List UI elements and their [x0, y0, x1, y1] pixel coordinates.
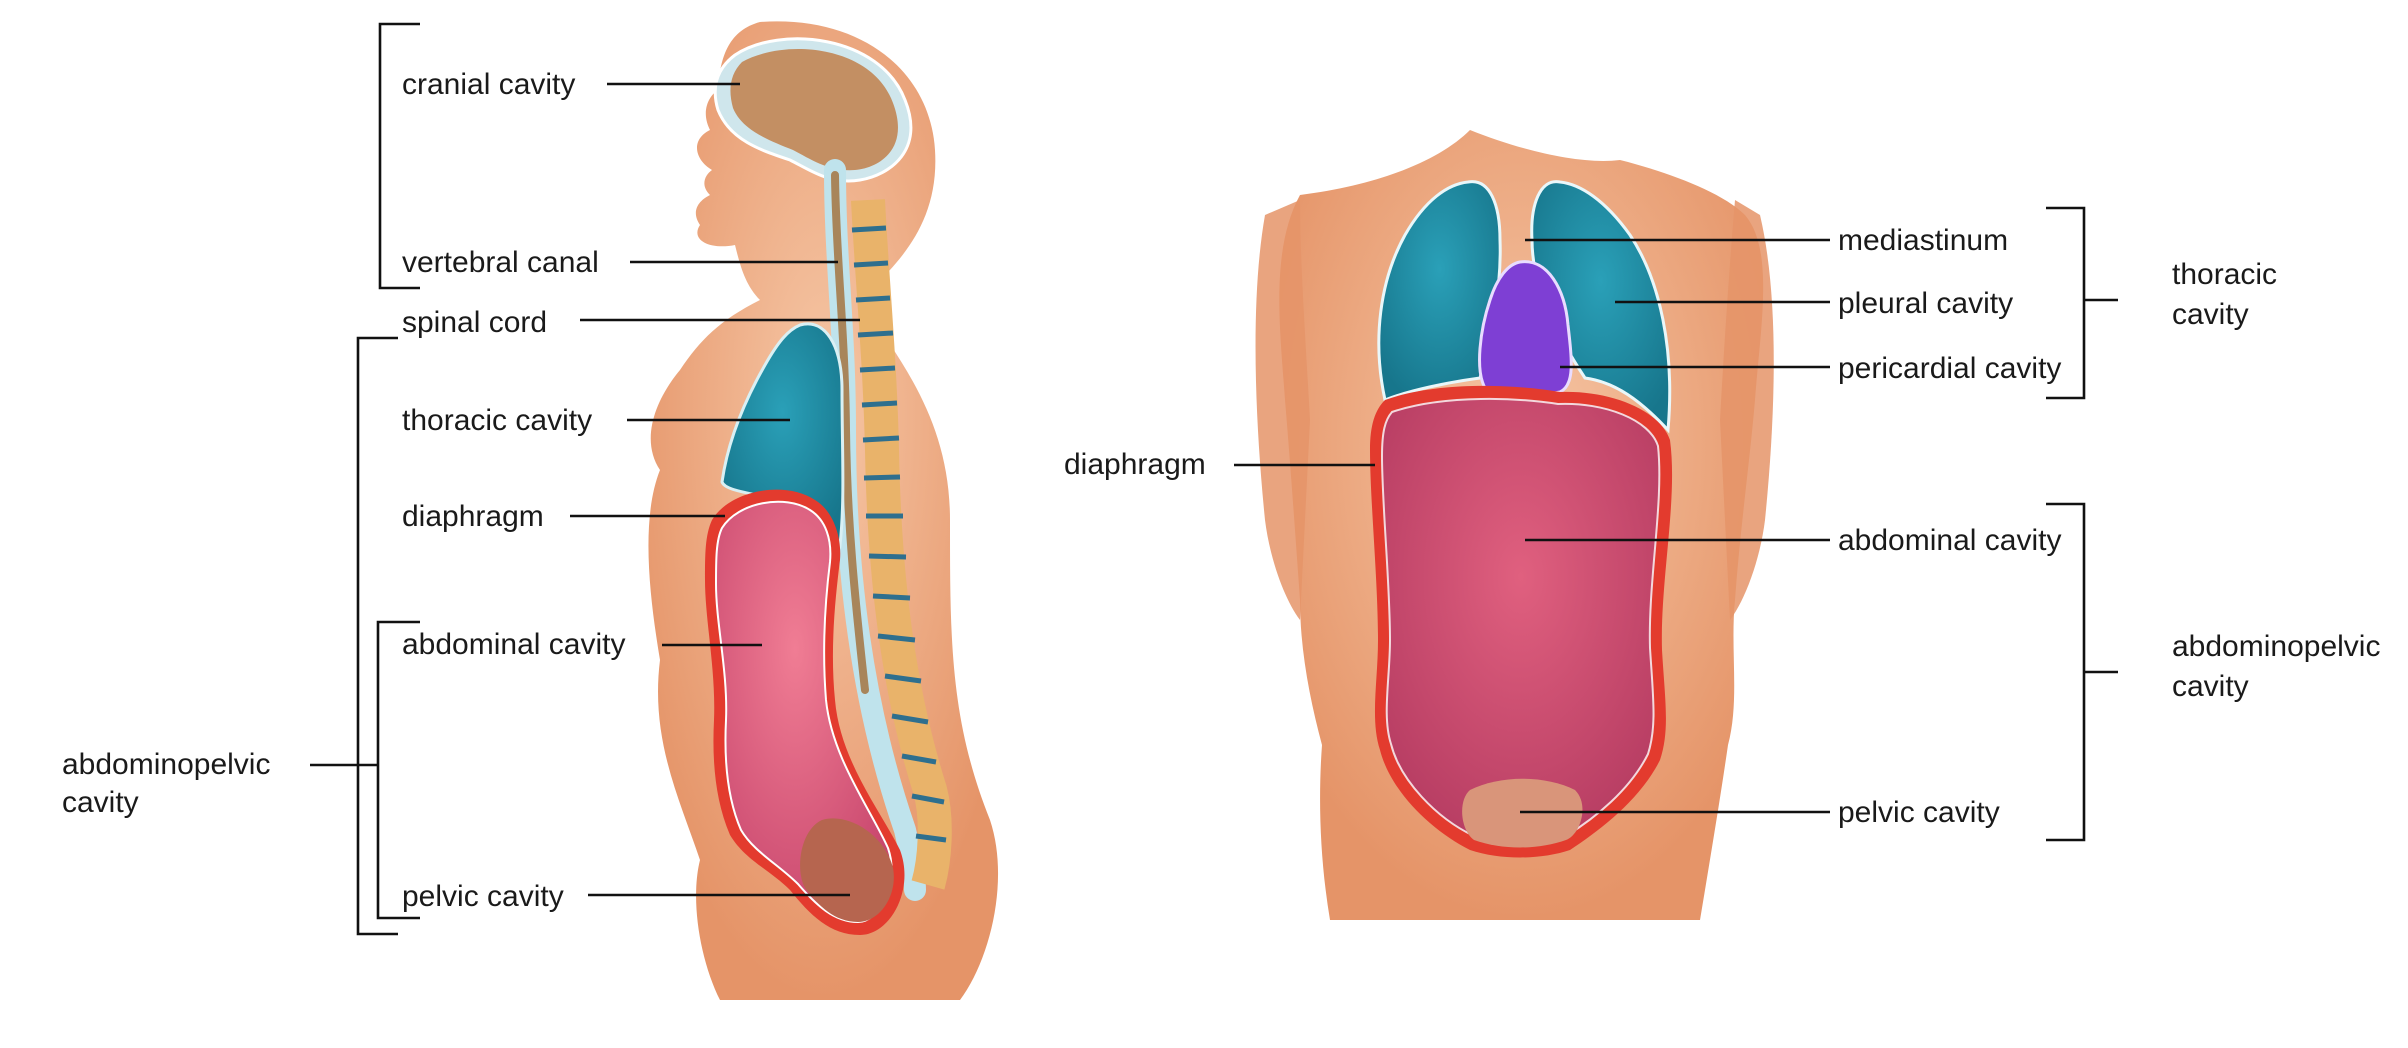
front-label-thoracic-line2: cavity	[2172, 298, 2249, 331]
side-dorsal-bracket	[378, 22, 420, 290]
side-label-cranial-cavity: cranial cavity	[402, 68, 575, 101]
side-label-diaphragm: diaphragm	[402, 500, 544, 533]
side-label-vertebral-canal: vertebral canal	[402, 246, 599, 279]
side-vertebral-discs	[851, 225, 947, 843]
front-label-abdominal-cavity: abdominal cavity	[1838, 524, 2061, 557]
front-label-thoracic-line1: thoracic	[2172, 258, 2277, 291]
front-view-figure	[1255, 130, 1774, 920]
side-spinal-cord	[831, 171, 869, 694]
side-view-labels: cranial cavity vertebral canal spinal co…	[62, 22, 860, 936]
side-label-spinal-cord: spinal cord	[402, 306, 547, 339]
front-label-diaphragm: diaphragm	[1064, 448, 1206, 481]
side-brain	[730, 49, 898, 171]
front-right-arm	[1720, 200, 1774, 620]
front-left-arm	[1255, 200, 1310, 620]
front-thoracic-bracket	[2046, 206, 2086, 400]
side-vertebral-column	[851, 199, 952, 890]
front-left-lung	[1377, 180, 1502, 403]
front-label-pleural-cavity: pleural cavity	[1838, 287, 2013, 320]
side-label-thoracic-cavity: thoracic cavity	[402, 404, 592, 437]
side-ventral-bracket	[356, 336, 398, 936]
front-label-mediastinum: mediastinum	[1838, 224, 2008, 257]
front-label-abdominopelvic-line2: cavity	[2172, 670, 2249, 703]
side-label-abdominal-cavity: abdominal cavity	[402, 628, 625, 661]
front-abdominal-cavity	[1380, 397, 1661, 845]
side-label-abdominopelvic-line1: abdominopelvic	[62, 748, 270, 781]
front-label-pelvic-cavity: pelvic cavity	[1838, 796, 2000, 829]
front-label-abdominopelvic-line1: abdominopelvic	[2172, 630, 2380, 663]
side-label-abdominopelvic-line2: cavity	[62, 786, 139, 819]
front-label-pericardial-cavity: pericardial cavity	[1838, 352, 2061, 385]
front-view-labels: mediastinum pleural cavity pericardial c…	[1064, 206, 2380, 842]
side-abdominopelvic-bracket	[376, 620, 420, 920]
side-view-figure	[648, 21, 999, 1000]
side-label-pelvic-cavity: pelvic cavity	[402, 880, 564, 913]
